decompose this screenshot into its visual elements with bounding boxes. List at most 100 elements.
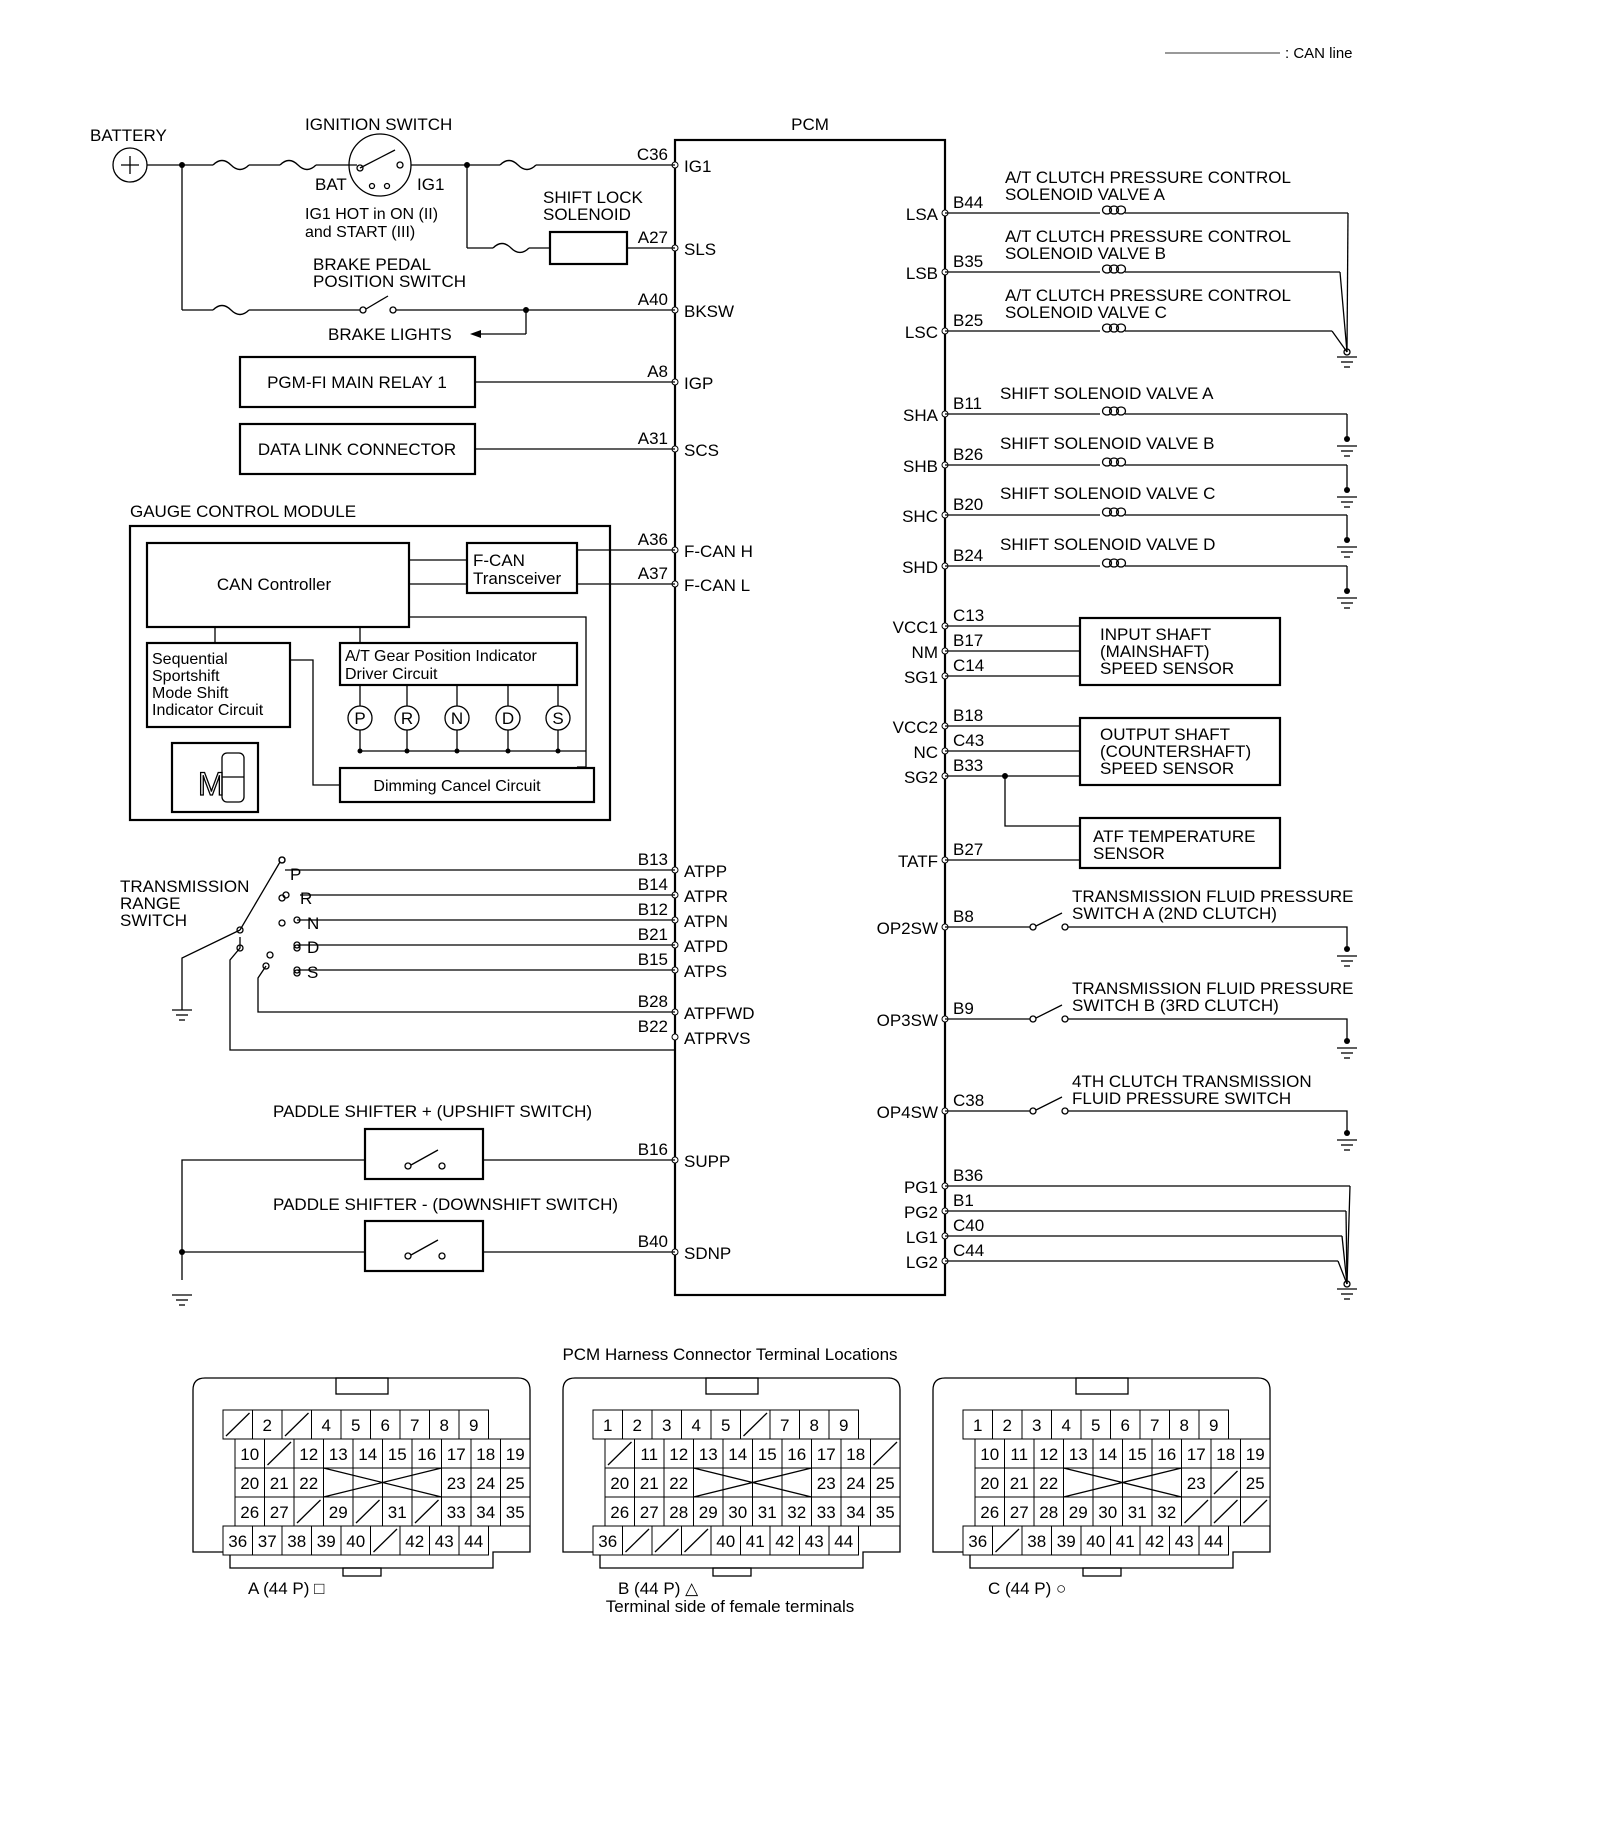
- connector-terminal-number: 32: [787, 1503, 806, 1522]
- fuse-symbol: [499, 159, 537, 171]
- brake-switch-contact: [389, 306, 397, 314]
- connector-terminal-number: 22: [1039, 1474, 1058, 1493]
- sha-label: SHIFT SOLENOID VALVE A: [1000, 384, 1214, 403]
- pcm-left-pin-name: SCS: [684, 441, 719, 460]
- connector-terminal-number: 17: [1187, 1445, 1206, 1464]
- connector-terminal-number: 4: [692, 1416, 701, 1435]
- brake-switch-label-line2: POSITION SWITCH: [313, 272, 466, 291]
- connector-terminal-number: 2: [633, 1416, 642, 1435]
- connector-terminal-number: 40: [1086, 1532, 1105, 1551]
- connector-terminal-number: 13: [699, 1445, 718, 1464]
- gear-indicator-letter: N: [451, 709, 463, 728]
- pcm-left-pin-name: ATPP: [684, 862, 727, 881]
- connector-terminal-number: 33: [817, 1503, 836, 1522]
- pcm-left-terminal-code: A40: [638, 290, 668, 309]
- lsc-label-line2: SOLENOID VALVE C: [1005, 303, 1167, 322]
- connector-terminal-number: 42: [1145, 1532, 1164, 1551]
- pcm-right-terminal-code: C40: [953, 1216, 984, 1235]
- connector-terminal-number: 1: [603, 1416, 612, 1435]
- sequential-label-line4: Indicator Circuit: [152, 702, 264, 719]
- pcm-right-pins: B44LSAB35LSBB25LSCB11SHAB26SHBB20SHCB24S…: [877, 193, 985, 1272]
- pcm-right-terminal-code: B27: [953, 840, 983, 859]
- connector-terminal-number: 18: [476, 1445, 495, 1464]
- connector-terminal-number: 35: [876, 1503, 895, 1522]
- pcm-right-pin-name: LSA: [906, 205, 939, 224]
- lsb-label-line1: A/T CLUTCH PRESSURE CONTROL: [1005, 227, 1291, 246]
- connector-terminal-number: 17: [817, 1445, 836, 1464]
- pcm-right-terminal-code: C14: [953, 656, 984, 675]
- connector-terminal-number: 41: [746, 1532, 765, 1551]
- connector-terminal-number: 14: [728, 1445, 747, 1464]
- pressure-switches: [945, 912, 1357, 1151]
- input-sensor-label-line3: SPEED SENSOR: [1100, 659, 1234, 678]
- connector-terminal-number: 4: [1062, 1416, 1071, 1435]
- connector-terminal-number: 44: [464, 1532, 483, 1551]
- connector-terminal-number: 31: [758, 1503, 777, 1522]
- shc-label: SHIFT SOLENOID VALVE C: [1000, 484, 1215, 503]
- connector-terminal-number: 12: [299, 1445, 318, 1464]
- pcm-right-pin-name: NC: [913, 743, 938, 762]
- pcm-left-terminal-code: A36: [638, 530, 668, 549]
- pcm-right-terminal-code: B35: [953, 252, 983, 271]
- pcm-right-terminal-code: C43: [953, 731, 984, 750]
- connector-shell: [192, 1377, 531, 1569]
- brake-lights-label: BRAKE LIGHTS: [328, 325, 452, 344]
- connector-terminal-number: 13: [1069, 1445, 1088, 1464]
- connector-terminal-number: 7: [1150, 1416, 1159, 1435]
- trs-position-label: N: [307, 914, 319, 933]
- ig1-hot-note-line2: and START (III): [305, 224, 415, 241]
- pcm-right-terminal-code: C38: [953, 1091, 984, 1110]
- connector-terminal-number: 15: [1128, 1445, 1147, 1464]
- shift-lock-solenoid-box: [548, 230, 629, 266]
- ground-symbol: [1337, 955, 1357, 967]
- connector-terminal-number: 32: [1157, 1503, 1176, 1522]
- output-sensor-label-line2: (COUNTERSHAFT): [1100, 742, 1251, 761]
- shd-label: SHIFT SOLENOID VALVE D: [1000, 535, 1215, 554]
- paddle-up-label: PADDLE SHIFTER + (UPSHIFT SWITCH): [273, 1102, 592, 1121]
- op4-label-line2: FLUID PRESSURE SWITCH: [1072, 1089, 1291, 1108]
- connector-terminal-number: 33: [447, 1503, 466, 1522]
- pcm-left-terminal-code: A37: [638, 564, 668, 583]
- gear-indicator-letter: D: [502, 709, 514, 728]
- ground-symbol: [1337, 1047, 1357, 1059]
- connector-terminal-number: 1: [973, 1416, 982, 1435]
- gear-indicator-letter: R: [401, 709, 413, 728]
- pcm-right-pin-name: LSC: [905, 323, 938, 342]
- connector-terminal-number: 25: [1246, 1474, 1265, 1493]
- pcm-left-terminal-code: B15: [638, 950, 668, 969]
- ground-symbol: [1337, 445, 1357, 457]
- coil-icon: [1101, 406, 1127, 416]
- seven-segment-icon: [221, 752, 245, 803]
- ground-symbol: [172, 1294, 192, 1306]
- output-shaft-sensor-box: [1078, 716, 1282, 787]
- ignition-bat-label: BAT: [315, 175, 347, 194]
- pcm-left-terminal-code: B21: [638, 925, 668, 944]
- connector-terminal-number: 7: [780, 1416, 789, 1435]
- op3-label-line1: TRANSMISSION FLUID PRESSURE: [1072, 979, 1354, 998]
- connector-terminal-number: 28: [669, 1503, 688, 1522]
- ground-symbol: [1337, 1139, 1357, 1151]
- op2-label-line1: TRANSMISSION FLUID PRESSURE: [1072, 887, 1354, 906]
- connector-terminal-number: 37: [258, 1532, 277, 1551]
- connector-terminal-number: 18: [846, 1445, 865, 1464]
- connector-terminal-number: 13: [329, 1445, 348, 1464]
- op3-label-line2: SWITCH B (3RD CLUTCH): [1072, 996, 1279, 1015]
- connector-terminal-number: 6: [381, 1416, 390, 1435]
- connector-terminal-number: 20: [610, 1474, 629, 1493]
- pcm-right-terminal-code: B9: [953, 999, 974, 1018]
- connector-terminal-number: 16: [417, 1445, 436, 1464]
- connector-terminal-number: 21: [1010, 1474, 1029, 1493]
- output-sensor-label-line1: OUTPUT SHAFT: [1100, 725, 1230, 744]
- pcm-right-pin-name: OP4SW: [877, 1103, 938, 1122]
- sequential-indicator-box: [145, 641, 292, 729]
- connector-terminal-number: 35: [506, 1503, 525, 1522]
- connector-terminal-number: 8: [440, 1416, 449, 1435]
- pcm-left-terminal-code: A27: [638, 228, 668, 247]
- battery-label: BATTERY: [90, 126, 167, 145]
- dimming-cancel-box: [338, 766, 596, 804]
- connector-terminal-number: 9: [839, 1416, 848, 1435]
- pcm-right-terminal-code: B44: [953, 193, 983, 212]
- coil-icon: [1101, 205, 1127, 215]
